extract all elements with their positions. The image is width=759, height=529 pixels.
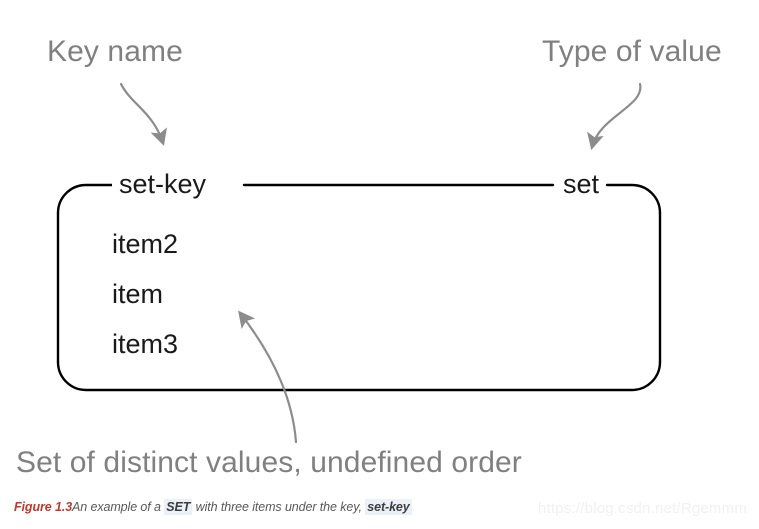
node-key-label: set-key	[112, 171, 214, 198]
figure-caption: Figure 1.3An example of a SET with three…	[14, 499, 412, 515]
curved-arrow-down-left-icon	[587, 82, 642, 150]
caption-highlight-set: SET	[164, 499, 193, 515]
node-type-label: set	[556, 171, 607, 198]
set-item: item3	[112, 329, 179, 359]
annotation-type-of-value: Type of value	[542, 35, 722, 68]
caption-part-1: An example of a	[72, 500, 165, 514]
set-container-box	[56, 183, 662, 392]
watermark-url: https://blog.csdn.net/Rgemmm	[538, 500, 748, 517]
set-item: item	[112, 279, 164, 309]
annotation-set-description: Set of distinct values, undefined order	[16, 446, 522, 479]
set-item: item2	[112, 229, 179, 259]
annotation-key-name: Key name	[47, 35, 183, 68]
curved-arrow-up-right-icon	[238, 310, 298, 444]
curved-arrow-down-right-icon	[119, 82, 167, 146]
caption-highlight-set-key: set-key	[365, 499, 412, 515]
figure-number: Figure 1.3	[14, 500, 73, 514]
caption-part-2: with three items under the key,	[192, 500, 366, 514]
